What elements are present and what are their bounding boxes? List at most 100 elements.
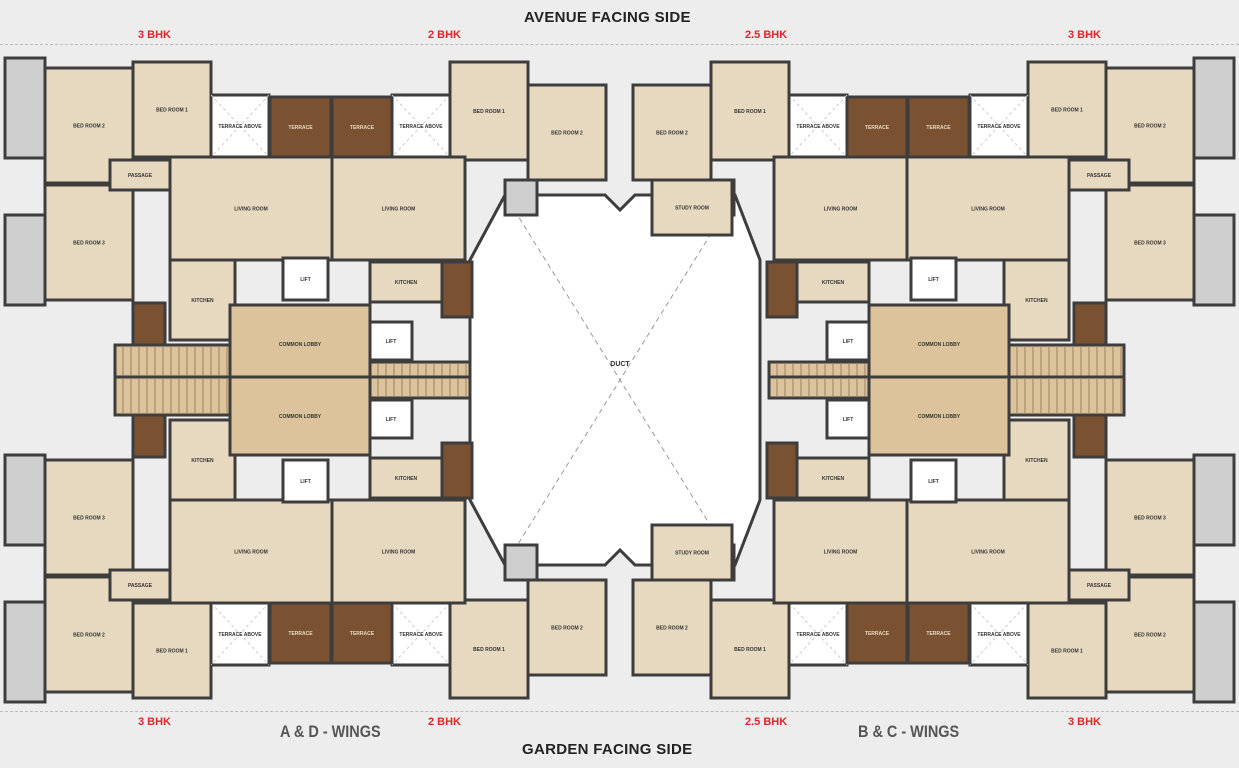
common-lobby: COMMON LOBBY (228, 375, 372, 457)
toilet (503, 178, 539, 217)
common-lobby-area (228, 375, 372, 457)
room-label: TERRACE ABOVE (218, 124, 262, 130)
lift: LIFT (825, 398, 871, 440)
living-room-area (905, 498, 1071, 605)
service-duct-area (765, 441, 799, 500)
service-duct-area (1072, 413, 1108, 459)
lift-area (281, 458, 330, 504)
unit-type-label: 2 BHK (428, 29, 462, 41)
toilet-area (503, 543, 539, 582)
terrace: TERRACE (906, 95, 971, 159)
terrace-open: TERRACE ABOVE (390, 93, 452, 159)
bed-room: BED ROOM 2 (631, 578, 713, 677)
bed-room-area (709, 598, 791, 700)
service-duct-area (440, 441, 474, 500)
service-duct-area (131, 413, 167, 459)
room-label: BED ROOM 2 (551, 131, 583, 137)
terrace: TERRACE (906, 601, 971, 665)
open-to-sky-mark (969, 602, 1029, 666)
living-room-area (905, 155, 1071, 262)
bed-room-area (43, 458, 135, 577)
room-label: COMMON LOBBY (918, 414, 961, 420)
bathroom-area (1192, 213, 1236, 307)
room-label: LIVING ROOM (234, 207, 268, 213)
room-label: KITCHEN (191, 458, 214, 464)
bed-room: BED ROOM 1 (1026, 601, 1108, 700)
room-label: BED ROOM 2 (1134, 633, 1166, 639)
terrace: TERRACE (845, 601, 909, 665)
bed-room: BED ROOM 1 (709, 598, 791, 700)
passage: PASSAGE (1067, 158, 1131, 192)
lift-area (909, 458, 958, 504)
lift-area (368, 398, 414, 440)
kitchen: KITCHEN (368, 260, 444, 304)
room-label: TERRACE (288, 631, 313, 637)
bathroom-area (3, 600, 47, 704)
living-room: LIVING ROOM (772, 498, 909, 605)
room-label: LIFT (928, 277, 939, 283)
room-label: BED ROOM 1 (473, 647, 505, 653)
study-room-area (650, 178, 734, 237)
living-room: LIVING ROOM (168, 155, 334, 262)
room-label: BED ROOM 3 (1134, 516, 1166, 522)
terrace-area (845, 95, 909, 159)
bed-room-area (709, 60, 791, 162)
service-duct (440, 441, 474, 500)
terrace-open: TERRACE ABOVE (787, 93, 849, 159)
room-label: STUDY ROOM (675, 206, 709, 212)
room-label: BED ROOM 3 (73, 516, 105, 522)
common-lobby: COMMON LOBBY (228, 303, 372, 385)
kitchen: KITCHEN (795, 260, 871, 304)
passage: PASSAGE (108, 158, 172, 192)
room-label: TERRACE (865, 631, 890, 637)
room-label: PASSAGE (128, 583, 153, 589)
room-label: COMMON LOBBY (918, 342, 961, 348)
kitchen-area (168, 258, 237, 342)
room-label: BED ROOM 3 (73, 241, 105, 247)
room-label: LIFT (843, 339, 854, 345)
bed-room: BED ROOM 1 (131, 60, 213, 159)
kitchen-area (795, 260, 871, 304)
terrace-open: TERRACE ABOVE (209, 601, 271, 667)
kitchen: KITCHEN (1002, 418, 1071, 502)
room-label: LIVING ROOM (971, 550, 1005, 556)
bathroom (1192, 213, 1236, 307)
top-boundary-line (0, 44, 1239, 45)
bed-room: BED ROOM 2 (526, 578, 608, 677)
room-label: TERRACE ABOVE (977, 632, 1021, 638)
open-to-sky-mark (391, 602, 451, 666)
room-label: LIFT (928, 479, 939, 485)
kitchen: KITCHEN (168, 258, 237, 342)
bed-room-area (43, 183, 135, 302)
bathroom (3, 213, 47, 307)
room-label: BED ROOM 2 (551, 626, 583, 632)
kitchen: KITCHEN (368, 456, 444, 500)
service-duct (1072, 413, 1108, 459)
room-label: COMMON LOBBY (279, 342, 322, 348)
lift: LIFT (281, 256, 330, 302)
kitchen: KITCHEN (168, 418, 237, 502)
terrace: TERRACE (268, 95, 333, 159)
wing-label-left: A & D - WINGS (280, 722, 381, 741)
terrace-area (268, 95, 333, 159)
living-room-area (168, 155, 334, 262)
room-label: STUDY ROOM (675, 551, 709, 557)
bed-room-area (1104, 458, 1196, 577)
kitchen: KITCHEN (795, 456, 871, 500)
common-lobby: COMMON LOBBY (867, 303, 1011, 385)
room-label: KITCHEN (1025, 298, 1048, 304)
kitchen-area (1002, 418, 1071, 502)
room-label: TERRACE (926, 631, 951, 637)
bathroom (3, 600, 47, 704)
room-label: LIVING ROOM (382, 207, 416, 213)
terrace-open: TERRACE ABOVE (968, 601, 1030, 667)
room-label: KITCHEN (191, 298, 214, 304)
room-label: KITCHEN (822, 476, 845, 482)
bed-room-area (526, 83, 608, 182)
room-label: BED ROOM 1 (734, 109, 766, 115)
bed-room-area (631, 83, 713, 182)
staircase (1007, 375, 1126, 417)
bed-room: BED ROOM 1 (709, 60, 791, 162)
room-label: TERRACE ABOVE (796, 124, 840, 130)
